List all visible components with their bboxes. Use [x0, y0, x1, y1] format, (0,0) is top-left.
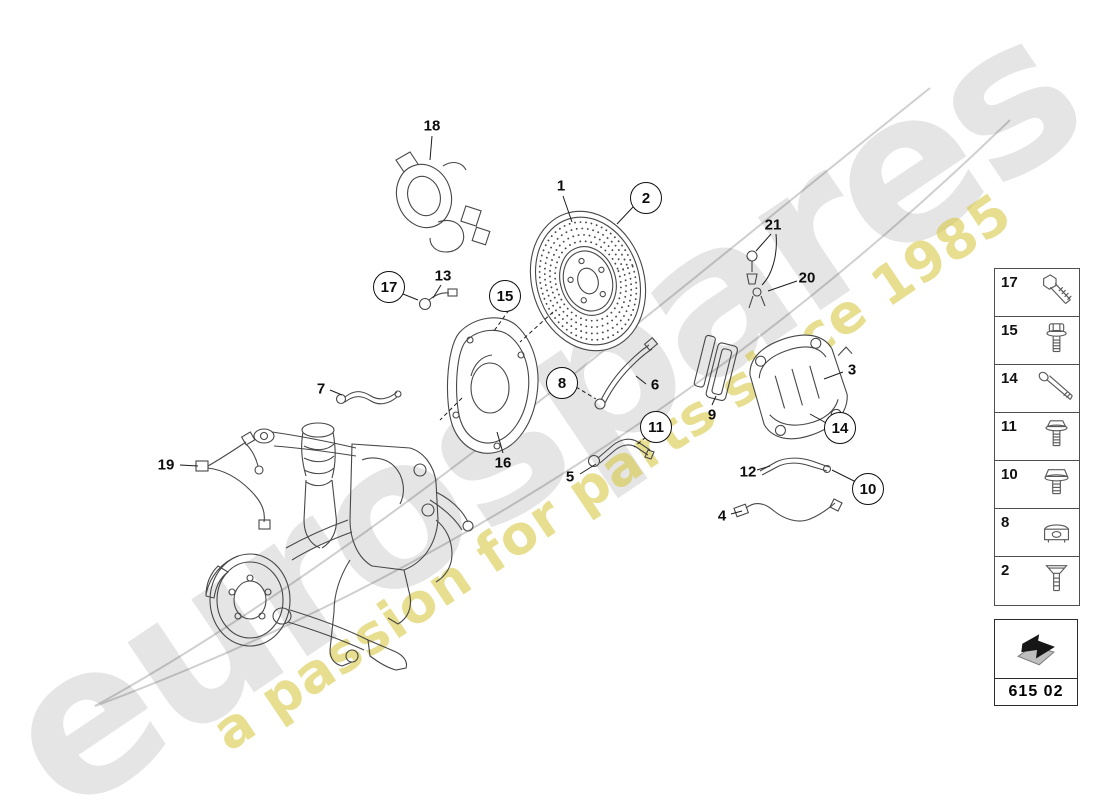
long-bolt-icon	[1038, 371, 1073, 400]
legend-number: 15	[1001, 322, 1018, 339]
diagram-code: 615 02	[994, 679, 1078, 706]
callout-17[interactable]: 17	[373, 271, 405, 303]
countersunk-screw-icon	[1045, 565, 1068, 592]
callout-15[interactable]: 15	[489, 280, 521, 312]
harness-art	[195, 431, 271, 530]
clip-nut-icon	[1044, 524, 1070, 543]
callout-10[interactable]: 10	[852, 473, 884, 505]
callout-21[interactable]: 21	[764, 216, 782, 234]
callout-9[interactable]: 9	[707, 406, 717, 424]
bracket-12-art	[759, 457, 832, 476]
leader-lines	[179, 135, 857, 515]
pan-head-screw-icon	[1046, 323, 1067, 353]
callout-5[interactable]: 5	[565, 468, 575, 486]
brake-disc-art	[529, 210, 647, 352]
callout-16[interactable]: 16	[494, 454, 512, 472]
callout-8[interactable]: 8	[546, 367, 578, 399]
hardware-legend: 17 15	[994, 268, 1080, 606]
legend-row-2[interactable]: 2	[995, 557, 1079, 605]
callout-19[interactable]: 19	[157, 456, 175, 474]
hex-bolt-icon	[1043, 274, 1072, 304]
legend-row-15[interactable]: 15	[995, 317, 1079, 365]
flange-bolt-icon	[1045, 420, 1068, 447]
callout-18[interactable]: 18	[423, 117, 441, 135]
callout-4[interactable]: 4	[717, 507, 727, 525]
legend-row-17[interactable]: 17	[995, 269, 1079, 317]
legend-number: 8	[1001, 514, 1010, 531]
callout-6[interactable]: 6	[650, 376, 660, 394]
legend-row-10[interactable]: 10	[995, 461, 1079, 509]
callout-1[interactable]: 1	[556, 177, 566, 195]
legend-number: 11	[1001, 418, 1017, 435]
flange-bolt-icon	[1044, 469, 1069, 495]
bracket-7-art	[335, 390, 402, 405]
callout-3[interactable]: 3	[847, 361, 857, 379]
legend-number: 10	[1001, 466, 1018, 483]
callout-11[interactable]: 11	[640, 411, 672, 443]
callout-14[interactable]: 14	[824, 412, 856, 444]
suspension-art	[205, 422, 474, 671]
legend-row-8[interactable]: 8	[995, 509, 1079, 557]
bracket-5-art	[587, 438, 655, 468]
callout-13[interactable]: 13	[434, 267, 452, 285]
legend-number: 17	[1001, 274, 1018, 291]
legend-row-14[interactable]: 14	[995, 365, 1079, 413]
diagram-code-panel: 615 02	[994, 619, 1078, 706]
direction-arrow-icon	[994, 619, 1078, 679]
legend-number: 2	[1001, 562, 1010, 579]
cable-art	[733, 498, 843, 522]
legend-row-11[interactable]: 11	[995, 413, 1079, 461]
bleeder-valve-art	[746, 250, 766, 309]
brake-pads-art	[693, 334, 738, 401]
callout-20[interactable]: 20	[798, 269, 816, 287]
callout-2[interactable]: 2	[630, 182, 662, 214]
parking-brake-actuator-art	[395, 151, 491, 253]
callout-12[interactable]: 12	[739, 463, 757, 481]
sensor-art	[418, 288, 458, 311]
legend-number: 14	[1001, 370, 1018, 387]
callout-7[interactable]: 7	[316, 380, 326, 398]
